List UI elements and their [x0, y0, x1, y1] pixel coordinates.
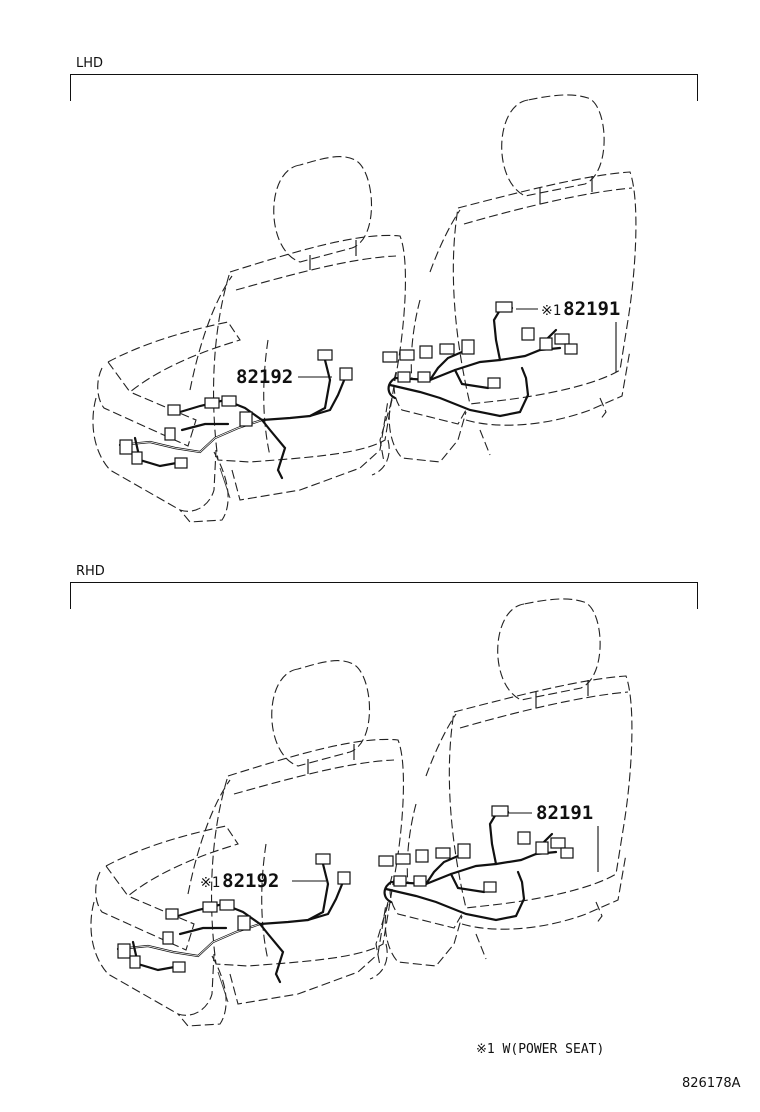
rhd-section-label: RHD — [76, 564, 105, 579]
rhd-part-82191-callout: 82191 — [536, 802, 593, 824]
diagram-code: 826178A — [682, 1076, 741, 1091]
lhd-82192-number: 82192 — [236, 366, 294, 388]
rhd-rear-seat-illustration — [374, 597, 634, 968]
rhd-82192-mark: ※1 — [200, 875, 221, 891]
legend-note: ※1 W(POWER SEAT) — [476, 1042, 605, 1057]
lhd-section-bracket — [70, 74, 698, 101]
rhd-front-seat-illustration — [89, 659, 405, 1028]
lhd-82191-number: 82191 — [563, 298, 621, 320]
lhd-section-label: LHD — [76, 56, 104, 71]
lhd-part-82192-callout: 82192 — [236, 366, 293, 388]
lhd-front-seat-illustration — [91, 155, 407, 524]
rhd-section-bracket — [70, 582, 698, 609]
rhd-82192-number: 82192 — [222, 870, 280, 892]
lhd-82191-mark: ※1 — [541, 303, 562, 319]
lhd-rear-seat-illustration — [378, 93, 638, 464]
rhd-82191-number: 82191 — [536, 802, 594, 824]
